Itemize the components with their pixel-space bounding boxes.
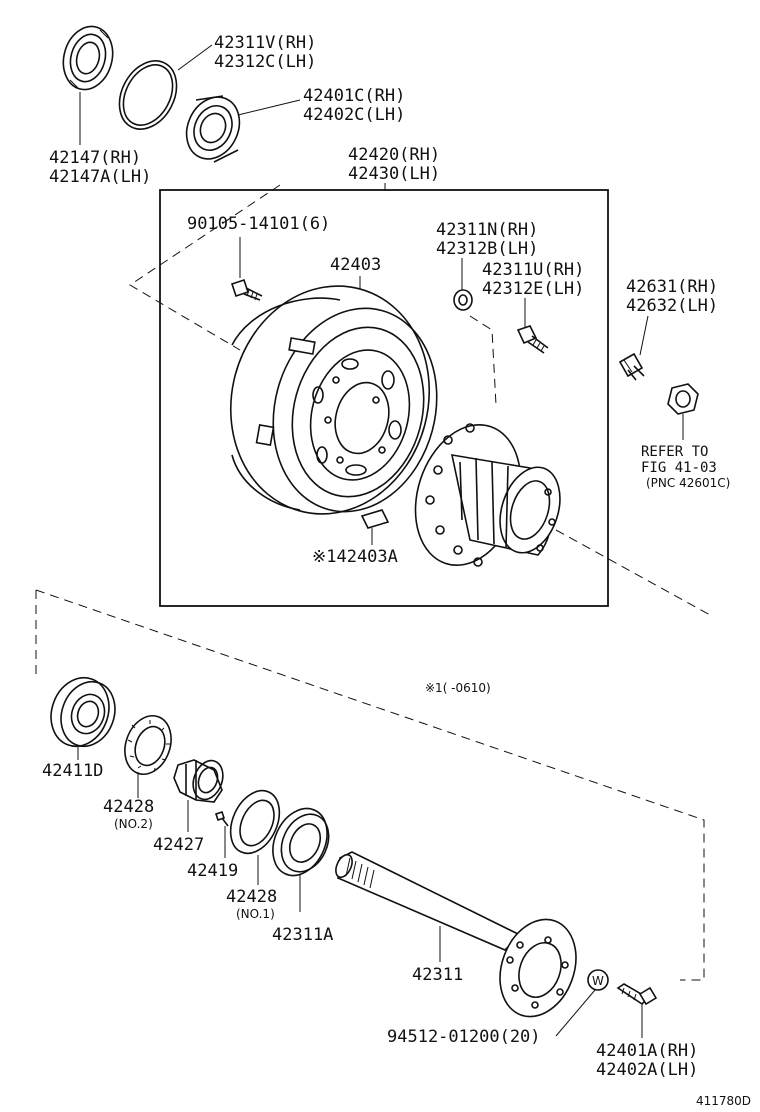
label-42411d: 42411D — [42, 761, 103, 781]
wheel-bolt-42631[interactable] — [618, 352, 645, 381]
brake-drum-42403[interactable] — [206, 264, 459, 537]
label-no2: (NO.2) — [114, 817, 153, 831]
axle-shaft-42311[interactable] — [333, 851, 589, 1027]
label-42311u-rh: 42311U(RH) — [482, 260, 584, 280]
oil-seal-42311a[interactable] — [263, 800, 338, 885]
hub-bolt-42401a[interactable] — [616, 983, 658, 1006]
svg-text:W: W — [592, 974, 604, 988]
label-42403a: ※142403A — [312, 547, 398, 567]
label-42419: 42419 — [187, 861, 238, 881]
assembly-line-upper — [129, 184, 281, 351]
label-42430-lh: 42430(LH) — [348, 164, 440, 184]
axle-hub[interactable] — [398, 411, 570, 579]
clip-42403a[interactable] — [360, 509, 390, 529]
note-period: ※1( -0610) — [425, 681, 491, 695]
label-42311n-rh: 42311N(RH) — [436, 220, 538, 240]
leader-42631 — [639, 315, 649, 356]
label-42311a: 42311A — [272, 925, 333, 945]
bearing-42401c[interactable] — [177, 88, 249, 167]
wheel-nut[interactable] — [667, 383, 699, 415]
label-42401c-rh: 42401C(RH) — [303, 86, 405, 106]
label-90105: 90105-14101(6) — [187, 214, 330, 234]
label-42427: 42427 — [153, 835, 204, 855]
assembly-line-stud — [469, 315, 497, 406]
label-42147a-lh: 42147A(LH) — [49, 167, 151, 187]
label-42147-rh: 42147(RH) — [49, 148, 141, 168]
w-washer-mark: W — [587, 969, 609, 991]
label-42311v-rh: 42311V(RH) — [214, 33, 316, 53]
label-42402c-lh: 42402C(LH) — [303, 105, 405, 125]
refer-line1: REFER TO — [641, 444, 708, 460]
hub-nut-42311n[interactable] — [453, 289, 473, 311]
label-94512: 94512-01200(20) — [387, 1027, 541, 1047]
label-no1: (NO.1) — [236, 907, 275, 921]
label-42420-rh: 42420(RH) — [348, 145, 440, 165]
hub-stud-42311u[interactable] — [516, 325, 549, 354]
label-42311: 42311 — [412, 965, 463, 985]
label-42401a-rh: 42401A(RH) — [596, 1041, 698, 1061]
leader-42401c — [237, 99, 301, 116]
bearing-42411d[interactable] — [42, 670, 124, 755]
washer-42428-no1[interactable] — [221, 783, 289, 861]
leader-42311v — [177, 44, 213, 71]
lock-nut-42427[interactable] — [173, 756, 228, 803]
label-42312e-lh: 42312E(LH) — [482, 279, 584, 299]
lock-washer-42428-no2[interactable] — [117, 709, 179, 780]
hub-assembly-frame — [159, 189, 609, 607]
label-42631-rh: 42631(RH) — [626, 277, 718, 297]
label-42632-lh: 42632(LH) — [626, 296, 718, 316]
assembly-line-hub — [555, 529, 711, 616]
figure-id: 411780D — [696, 1094, 751, 1108]
label-42312b-lh: 42312B(LH) — [436, 239, 538, 259]
label-42312c-lh: 42312C(LH) — [214, 52, 316, 72]
leader-94512 — [555, 989, 596, 1037]
retainer-ring-42311v[interactable] — [108, 51, 188, 139]
label-42402a-lh: 42402A(LH) — [596, 1060, 698, 1080]
assembly-line-lower-right — [35, 589, 705, 981]
label-42428-no2: 42428 — [103, 797, 154, 817]
refer-line3: (PNC 42601C) — [646, 476, 730, 490]
label-42428-no1: 42428 — [226, 887, 277, 907]
refer-line2: FIG 41-03 — [641, 460, 717, 476]
hub-bolt-90105[interactable] — [230, 278, 263, 301]
screw-42419[interactable] — [214, 810, 229, 827]
label-42403: 42403 — [330, 255, 381, 275]
oil-seal-42147[interactable] — [57, 21, 120, 95]
